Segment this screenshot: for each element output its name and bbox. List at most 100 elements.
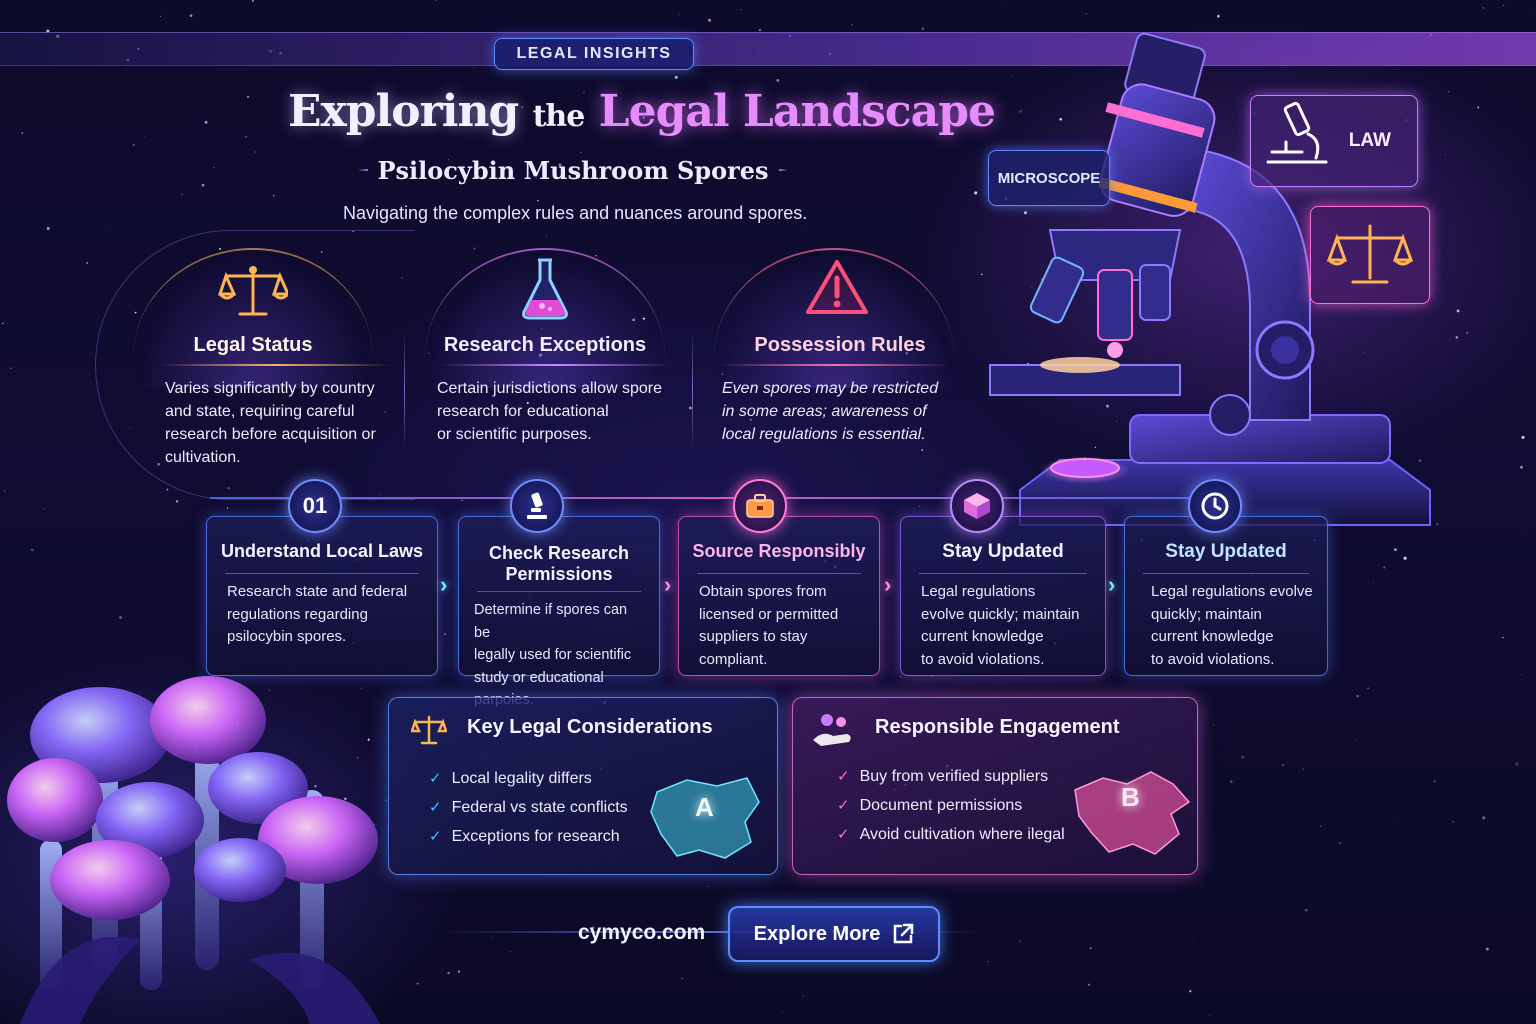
step-4-divider [919,573,1087,574]
footer-divider [440,931,980,933]
list-item-label: Local legality differs [451,770,592,787]
research-exceptions-line-1: Certain jurisdictions allow spore [437,380,662,397]
star [1019,940,1021,942]
step-4-line-1: Legal regulations [921,583,1036,600]
star [1515,762,1519,766]
step-5-divider [1143,573,1309,574]
law-tag: LAW [1250,95,1418,187]
step-4-line-2: evolve quickly; maintain [921,605,1080,623]
scales-tag [1310,206,1430,304]
step-5-title: Stay Updated [1165,541,1287,562]
star [213,166,215,168]
star [1089,947,1092,950]
possession-rules-line-2: in some areas; awareness of [722,403,927,420]
map-b-icon [1074,771,1191,855]
list-item-label: Exceptions for research [451,828,620,845]
step-2-divider [477,591,641,592]
subtitle-line-right [778,169,788,171]
star [674,75,678,79]
star [1192,941,1194,942]
legal-status-line-4: cultivation. [165,449,241,466]
law-tag-label: LAW [1348,130,1391,151]
star [108,226,110,228]
star [181,193,183,196]
star [1521,435,1525,439]
clock-icon [1188,479,1242,533]
step-1-line-2: regulations regarding [227,605,368,623]
star [175,500,179,503]
step-2-title-line-2: Permissions [505,564,613,584]
star [435,0,437,1]
research-exceptions-line-2: research for educational [437,403,609,420]
star [987,961,989,963]
step-stay-updated-2: Stay Updated Legal regulations evolve qu… [1124,516,1328,676]
star [226,507,229,509]
star [1320,825,1322,827]
star [545,235,547,237]
star [9,367,12,370]
star [444,633,447,636]
page-title: Exploring the Legal Landscape [288,86,996,137]
star [1004,7,1006,9]
key-legal-considerations-title: Key Legal Considerations [467,716,713,738]
explore-more-label: Explore More [753,922,881,945]
step-1-line-1: Research state and federal [227,583,408,600]
star [1339,842,1341,844]
star [1383,566,1386,569]
list-item: ✓Buy from verified suppliers [837,762,1065,791]
step-3-line-3: suppliers to stay [699,628,808,645]
map-a-letter: A [695,792,714,822]
star [802,995,805,997]
map-a-icon [650,777,760,859]
star [166,488,169,491]
list-item: ✓Federal vs state conflicts [429,793,628,822]
step-3-line-2: licensed or permitted [699,605,839,623]
star [201,183,205,187]
explore-more-button[interactable]: Explore More [728,906,940,962]
key-legal-considerations-panel: Key Legal Considerations ✓ Local legality… [388,697,778,875]
step-1-line-3: psilocybin spores. [227,628,347,645]
star [873,189,875,191]
star [1087,983,1090,986]
step-5-line-4: to avoid violations. [1151,650,1275,668]
possession-rules-line-1: Even spores may be restricted [722,380,939,397]
responsible-engagement-title: Responsible Engagement [875,716,1120,738]
star [46,227,50,230]
step-4-title: Stay Updated [942,541,1064,562]
decorative-ring [95,230,415,500]
step-source-responsibly: Source Responsibly Obtain spores from li… [678,516,880,676]
step-4-line-3: current knowledge [921,628,1044,645]
star [416,982,419,985]
step-2-title-line-1: Check Research [488,543,630,563]
step-1-divider [225,573,419,574]
check-icon: ✓ [837,797,850,814]
star [2,322,4,325]
mushroom-illustration [7,676,380,1024]
list-item-label: Buy from verified suppliers [859,768,1049,785]
possession-rules-text: Even spores may be restricted in some ar… [722,377,938,446]
star [1485,947,1489,951]
star [1209,1014,1210,1016]
check-icon: ✓ [429,828,442,845]
star [1510,270,1512,272]
star [537,199,539,202]
star [1085,13,1087,15]
responsible-engagement-list: ✓Buy from verified suppliers ✓Document p… [837,762,1065,849]
site-link[interactable]: cymyco.com [578,921,706,944]
star [490,937,492,939]
star [974,191,978,195]
page-tagline: Navigating the complex rules and nuances… [343,203,808,223]
star [1356,694,1359,698]
handshake-people-icon [813,714,851,746]
key-legal-considerations-list: ✓ Local legality differs ✓Federal vs stat… [429,764,628,851]
microscope-step-icon [510,479,564,533]
star [509,950,512,953]
steps-connector-line [210,497,1220,499]
step-3-title: Source Responsibly [692,541,866,561]
scales-icon [218,262,288,322]
star [1452,821,1454,823]
warning-icon [802,258,872,318]
star [595,254,597,257]
legal-status-line-2: and state, requiring careful [165,403,355,420]
star [254,151,257,153]
